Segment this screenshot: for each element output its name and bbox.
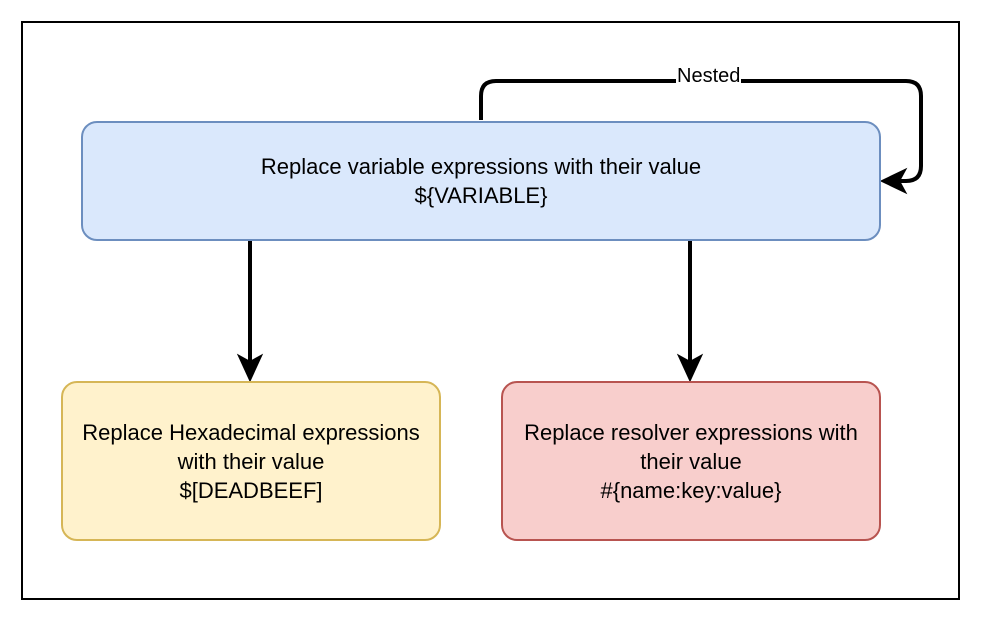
resolver-expression-node: Replace resolver expressions with their … xyxy=(501,381,881,541)
diagram-frame xyxy=(21,21,960,600)
hex-node-title-line1: Replace Hexadecimal expressions xyxy=(82,419,420,445)
resolver-node-title-line2: their value xyxy=(640,448,742,474)
nested-edge-label: Nested xyxy=(676,64,742,88)
nested-loop-arrowhead xyxy=(879,167,908,195)
nested-loop-edge xyxy=(479,79,923,183)
resolver-node-title-line1: Replace resolver expressions with xyxy=(524,419,858,445)
edge-to-hex-arrowhead xyxy=(236,353,264,383)
hex-node-syntax: $[DEADBEEF] xyxy=(179,477,323,503)
variable-expression-node: Replace variable expressions with their … xyxy=(81,121,881,241)
variable-node-title: Replace variable expressions with their … xyxy=(260,154,702,179)
resolver-node-syntax: #{name:key:value} xyxy=(600,477,782,503)
variable-node-syntax: ${VARIABLE} xyxy=(414,183,548,208)
hexadecimal-expression-node: Replace Hexadecimal expressions with the… xyxy=(61,381,441,541)
edge-to-resolver-arrowhead xyxy=(676,353,704,383)
hex-node-title-line2: with their value xyxy=(177,448,325,474)
